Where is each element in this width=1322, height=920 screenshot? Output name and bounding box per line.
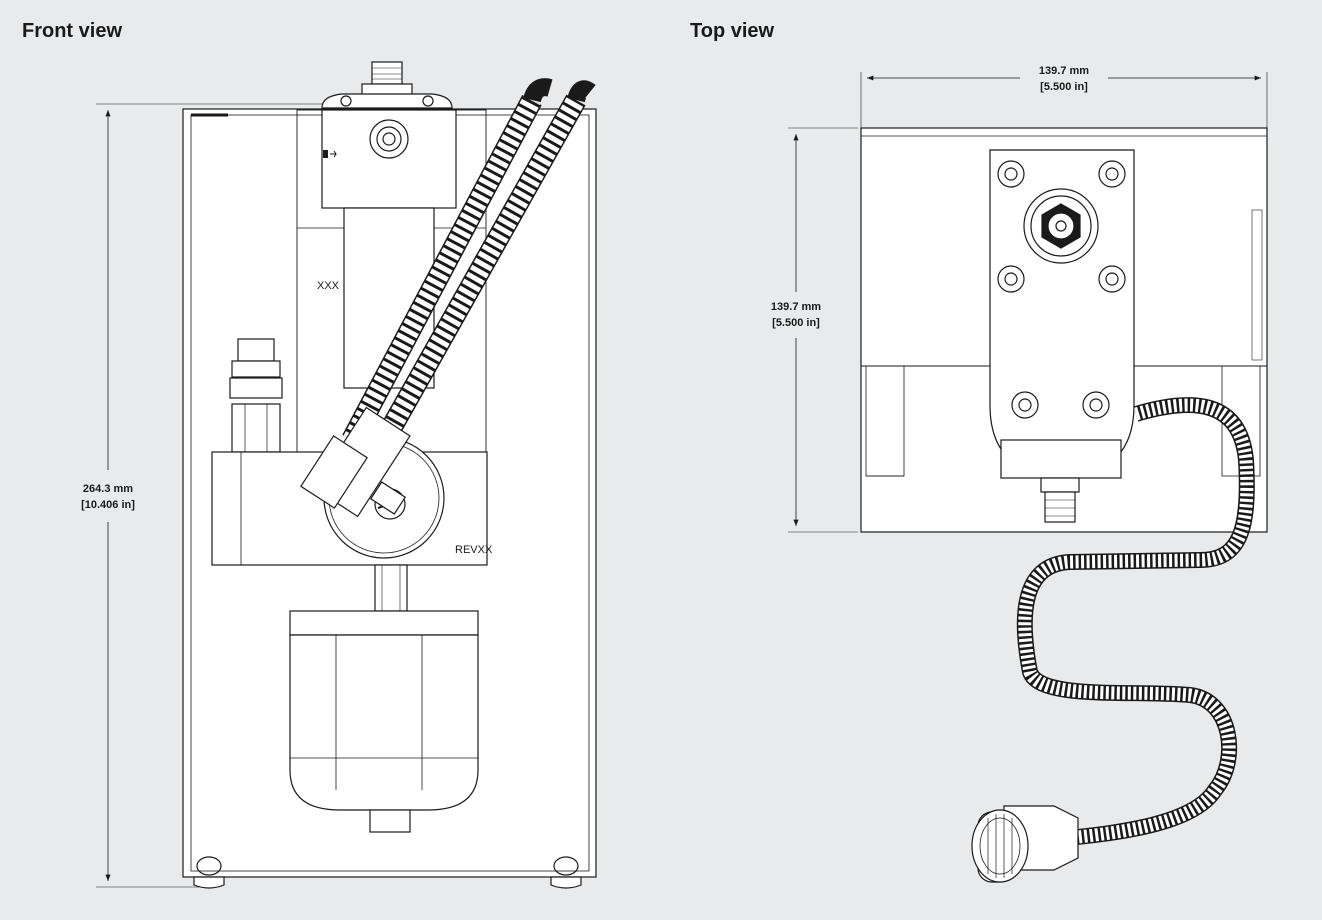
front-foot-left (193, 876, 225, 889)
front-filter-cap (289, 610, 479, 636)
front-view: 264.3 mm [10.406 in] (81, 61, 597, 889)
top-depth-dimension: 139.7 mm [5.500 in] (771, 127, 858, 533)
front-height-dimension: 264.3 mm [10.406 in] (81, 103, 330, 888)
front-revision: REVXX (455, 544, 493, 556)
top-view-title: Top view (690, 20, 775, 42)
top-center-fitting (1023, 188, 1099, 264)
front-filter-bowl (289, 634, 479, 811)
top-cable-wrap (1016, 397, 1255, 848)
front-top-fitting (321, 61, 453, 109)
front-drain (369, 809, 411, 833)
top-outlet-fitting (1044, 491, 1076, 523)
top-depth-in: [5.500 in] (772, 317, 820, 329)
front-pressure-fitting (229, 338, 283, 453)
top-outlet-nut (1040, 477, 1080, 493)
front-foot-right (550, 876, 582, 889)
top-screws (997, 160, 1126, 419)
front-part-code: XXX (317, 280, 340, 292)
front-view-title: Front view (22, 20, 123, 42)
front-connector (300, 406, 411, 518)
front-height-in: [10.406 in] (81, 499, 135, 511)
front-filter-stem (374, 564, 408, 612)
top-cable-connector (971, 805, 1079, 883)
top-outlet-block (1000, 439, 1122, 479)
front-cable-wrap (342, 78, 596, 454)
front-height-mm: 264.3 mm (83, 483, 133, 495)
top-width-in: [5.500 in] (1040, 81, 1088, 93)
top-width-mm: 139.7 mm (1039, 65, 1089, 77)
top-depth-mm: 139.7 mm (771, 301, 821, 313)
top-width-dimension: 139.7 mm [5.500 in] (860, 65, 1268, 128)
top-view: 139.7 mm [5.500 in] 139.7 mm [5.500 in] (771, 65, 1268, 883)
